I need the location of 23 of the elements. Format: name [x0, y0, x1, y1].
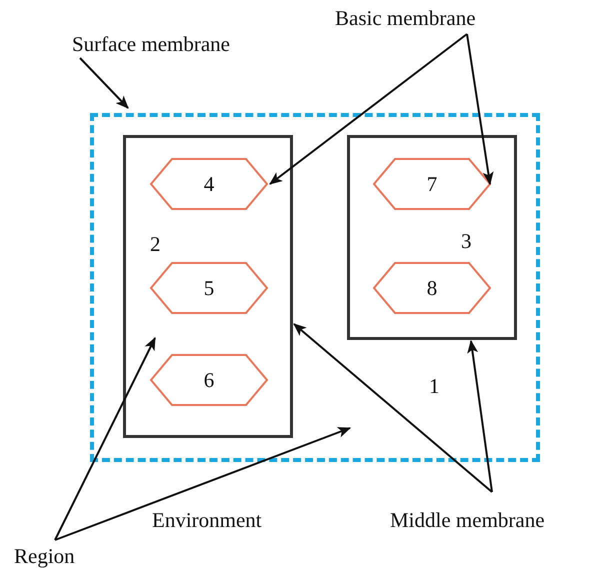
leader-line — [466, 34, 494, 186]
membrane-box — [123, 135, 293, 438]
region-label: Environment — [152, 508, 262, 532]
membrane-number: 6 — [204, 368, 214, 392]
leader-line — [79, 57, 129, 109]
leader-line — [269, 33, 468, 185]
membrane-label: Surface membrane — [72, 32, 230, 56]
leader-line — [54, 427, 352, 541]
leader-line — [54, 337, 156, 540]
leader-line — [293, 323, 493, 493]
membrane-label: Basic membrane — [335, 6, 476, 30]
leader-line — [467, 340, 493, 492]
membrane-number: 8 — [426, 276, 438, 300]
surface-membrane — [90, 113, 540, 462]
region-number: 3 — [461, 229, 472, 253]
membrane-number: 5 — [204, 276, 214, 300]
region-number: 1 — [429, 374, 440, 398]
membrane-label: Region — [14, 544, 75, 568]
membrane-number: 4 — [204, 172, 214, 196]
region-number: 2 — [150, 232, 160, 256]
membrane-number: 7 — [426, 172, 438, 196]
membrane-box — [347, 135, 517, 340]
membrane-label: Middle membrane — [390, 508, 545, 532]
